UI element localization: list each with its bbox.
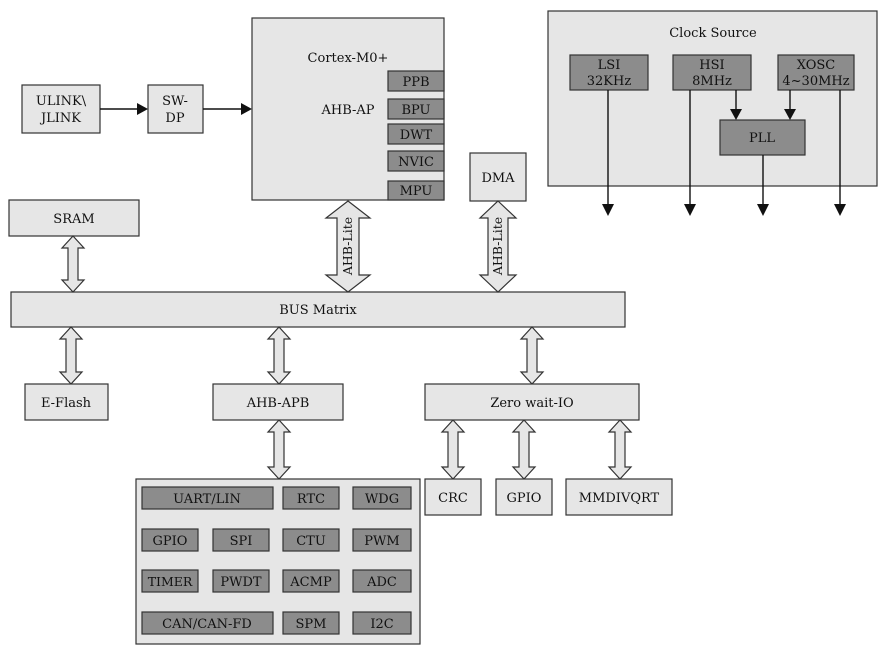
peripheral-gpio: GPIO — [141, 528, 199, 552]
io-mmdivqrt-arrow — [607, 419, 633, 480]
acmp-label: ACMP — [289, 575, 332, 590]
ahb-apb-block: AHB-APB — [212, 383, 344, 421]
peripheral-uart-lin: UART/LIN — [141, 486, 274, 510]
wdg-label: WDG — [365, 492, 399, 507]
bpu-block: BPU — [387, 98, 445, 120]
apb-peripherals-arrow — [266, 419, 292, 480]
dwt-block: DWT — [387, 123, 445, 145]
spm-label: SPM — [296, 617, 327, 632]
lsi-label: LSI — [598, 58, 621, 73]
i2c-label: I2C — [370, 617, 393, 632]
hsi-label: HSI — [699, 58, 724, 73]
clock-source-panel: Clock Source LSI 32KHz HSI 8MHz XOSC 4~3… — [547, 10, 878, 216]
peripheral-spm: SPM — [282, 611, 340, 635]
timer-label: TIMER — [148, 574, 193, 589]
lsi-freq: 32KHz — [587, 74, 632, 89]
io-gpio-arrow — [511, 419, 537, 480]
core-ahb-lite-arrow — [324, 200, 372, 293]
peripherals-panel: UART/LIN RTC WDG GPIO SPI CTU PWM — [135, 478, 421, 645]
gpio-io-label: GPIO — [507, 491, 542, 506]
dma-label: DMA — [481, 171, 515, 186]
peripheral-acmp: ACMP — [282, 569, 340, 593]
ppb-block: PPB — [387, 70, 445, 92]
peripheral-i2c: I2C — [352, 611, 412, 635]
clock-arrows — [602, 90, 846, 216]
debug-arrows — [100, 103, 252, 115]
crc-label: CRC — [438, 491, 468, 506]
dma-ahb-lite-arrow — [478, 200, 518, 293]
hsi-block: HSI 8MHz — [672, 54, 752, 91]
xosc-freq: 4~30MHz — [782, 74, 849, 89]
dwt-label: DWT — [400, 128, 433, 143]
ulink-jlink-block: ULINK\ JLINK — [21, 84, 101, 134]
mmdivqrt-label: MMDIVQRT — [579, 491, 660, 506]
jlink-label: JLINK — [39, 111, 81, 126]
ppb-label: PPB — [402, 75, 429, 90]
sram-block: SRAM — [8, 199, 140, 237]
ctu-label: CTU — [296, 534, 326, 549]
peripheral-pwdt: PWDT — [212, 569, 270, 593]
dp-label: DP — [165, 111, 184, 126]
io-crc-arrow — [440, 419, 466, 480]
mpu-label: MPU — [400, 184, 433, 199]
sw-dp-block: SW- DP — [147, 84, 204, 134]
peripheral-rtc: RTC — [282, 486, 340, 510]
ahb-apb-bus-arrow — [266, 326, 292, 385]
lsi-block: LSI 32KHz — [569, 54, 649, 91]
pwdt-label: PWDT — [220, 575, 262, 590]
eflash-bus-arrow — [58, 326, 84, 385]
peripheral-spi: SPI — [212, 528, 270, 552]
zero-wait-io-bus-arrow — [519, 326, 545, 385]
spi-label: SPI — [230, 534, 253, 549]
mmdivqrt-block: MMDIVQRT — [565, 478, 673, 516]
pll-label: PLL — [749, 131, 775, 146]
peripheral-pwm: PWM — [352, 528, 412, 552]
mpu-block: MPU — [387, 180, 445, 201]
peripheral-adc: ADC — [352, 569, 412, 593]
peripheral-can-canfd: CAN/CAN-FD — [141, 611, 274, 635]
sram-bus-arrow — [60, 235, 86, 293]
dma-block: DMA — [469, 152, 527, 202]
peripheral-timer: TIMER — [141, 569, 199, 593]
zero-wait-io-block: Zero wait-IO — [424, 383, 640, 421]
xosc-block: XOSC 4~30MHz — [777, 54, 855, 91]
gpio-label: GPIO — [153, 534, 188, 549]
eflash-block: E-Flash — [24, 383, 109, 421]
gpio-io-block: GPIO — [495, 478, 553, 516]
nvic-label: NVIC — [398, 155, 434, 170]
crc-block: CRC — [424, 478, 482, 516]
eflash-label: E-Flash — [41, 396, 92, 411]
sram-label: SRAM — [53, 212, 94, 227]
pwm-label: PWM — [364, 534, 399, 549]
bus-matrix-label: BUS Matrix — [279, 303, 357, 318]
ahb-lite-dma-label: AHB-Lite — [490, 217, 505, 276]
hsi-freq: 8MHz — [692, 74, 732, 89]
nvic-block: NVIC — [387, 150, 445, 172]
clock-source-title: Clock Source — [669, 26, 757, 41]
zero-wait-io-label: Zero wait-IO — [490, 396, 573, 411]
cortex-m0-core: Cortex-M0+ AHB-AP PPB BPU DWT NVIC MPU — [251, 17, 445, 201]
sw-label: SW- — [162, 94, 188, 109]
rtc-label: RTC — [297, 492, 325, 507]
bus-matrix: BUS Matrix — [10, 291, 626, 328]
can-canfd-label: CAN/CAN-FD — [162, 617, 252, 632]
ahb-apb-label: AHB-APB — [246, 396, 310, 411]
pll-block: PLL — [719, 119, 806, 156]
ulink-label: ULINK\ — [36, 94, 87, 109]
ahb-lite-core-label: AHB-Lite — [340, 217, 355, 276]
peripheral-ctu: CTU — [282, 528, 340, 552]
ahb-ap-label: AHB-AP — [320, 103, 374, 118]
peripheral-wdg: WDG — [352, 486, 412, 510]
uart-lin-label: UART/LIN — [173, 492, 241, 507]
bus-arrows: AHB-Lite AHB-Lite — [58, 200, 633, 480]
adc-label: ADC — [366, 575, 397, 590]
core-title: Cortex-M0+ — [308, 51, 389, 66]
xosc-label: XOSC — [797, 58, 836, 73]
bpu-label: BPU — [401, 103, 430, 118]
